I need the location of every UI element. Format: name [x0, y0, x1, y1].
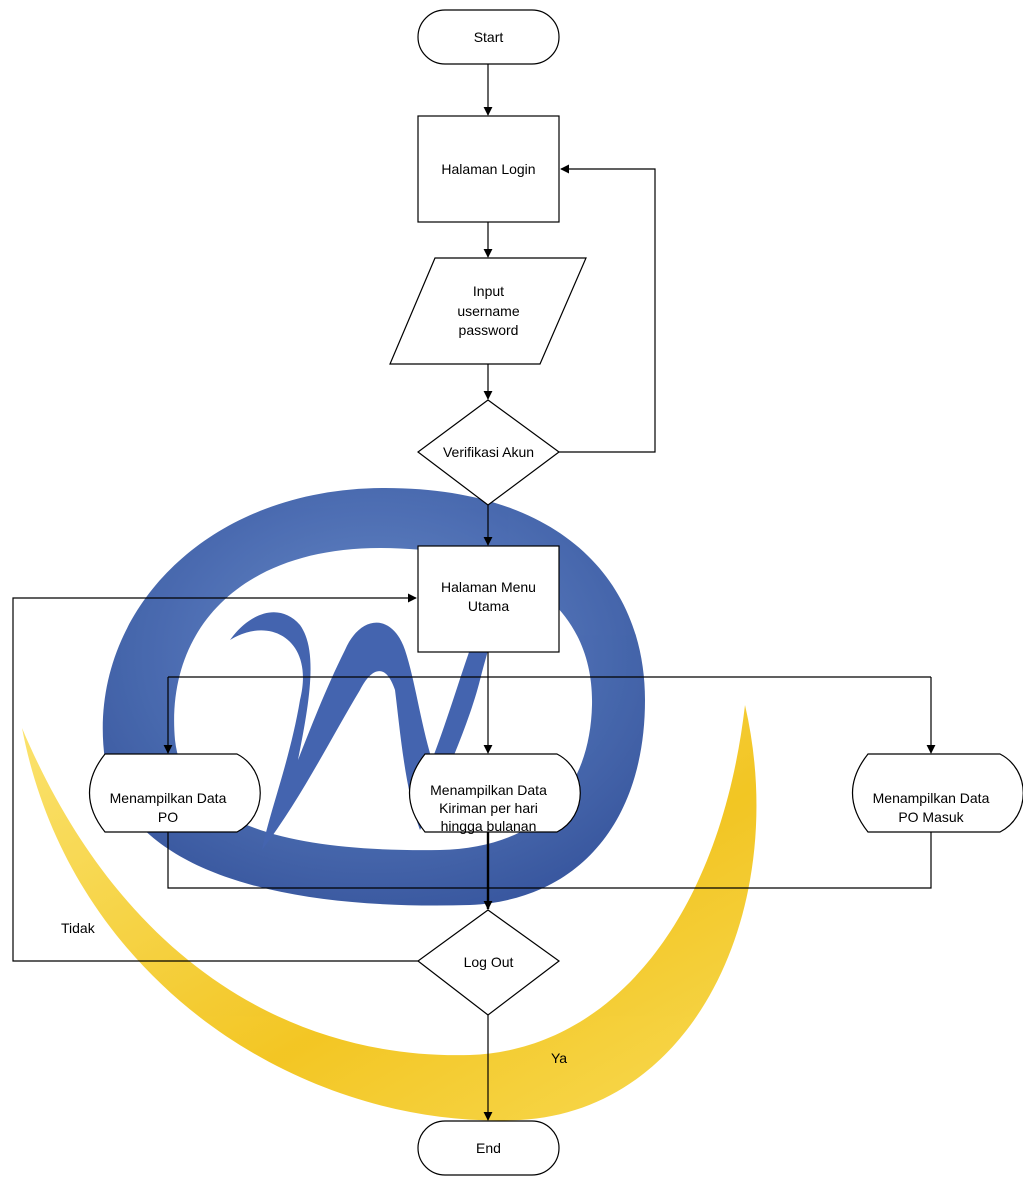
watermark-blue-ring — [102, 488, 646, 906]
show-shipments-label-line-3: hingga bulanan — [441, 818, 537, 834]
edge-label-yes: Ya — [551, 1050, 567, 1066]
show-po-display: Menampilkan Data PO — [88, 753, 261, 833]
main-menu-label-line-2: Utama — [468, 598, 509, 614]
show-po-in-label-line-2: PO Masuk — [898, 809, 964, 825]
edge-verify-login-retry — [559, 164, 656, 453]
show-po-in-display: Menampilkan Data PO Masuk — [851, 753, 1023, 833]
input-label-line-1: Input — [473, 283, 504, 299]
login-page-label: Halaman Login — [441, 161, 535, 177]
input-credentials-io: Input username password — [389, 257, 587, 365]
main-menu-label-line-1: Halaman Menu — [441, 579, 536, 595]
start-terminator: Start — [417, 9, 560, 65]
edge-label-no: Tidak — [61, 920, 96, 936]
edge-logout-no — [12, 593, 418, 962]
login-page-process: Halaman Login — [417, 115, 560, 223]
show-po-in-label-line-1: Menampilkan Data — [873, 790, 990, 806]
show-po-label-line-2: PO — [158, 809, 178, 825]
show-po-label-line-1: Menampilkan Data — [110, 790, 227, 806]
verify-account-decision: Verifikasi Akun — [416, 399, 561, 506]
end-label: End — [476, 1140, 501, 1156]
main-menu-process: Halaman Menu Utama — [417, 545, 560, 653]
end-terminator: End — [417, 1120, 560, 1176]
edge-merge — [167, 832, 932, 889]
show-shipments-label-line-2: Kiriman per hari — [439, 800, 538, 816]
show-shipments-label-line-1: Menampilkan Data — [430, 782, 547, 798]
show-shipments-display: Menampilkan Data Kiriman per hari hingga… — [408, 753, 581, 834]
watermark-gold-crescent — [22, 705, 757, 1121]
logout-label: Log Out — [464, 954, 514, 970]
verify-label: Verifikasi Akun — [443, 444, 534, 460]
logout-decision: Log Out — [416, 909, 561, 1016]
input-label-line-2: username — [457, 303, 519, 319]
input-label-line-3: password — [459, 322, 519, 338]
start-label: Start — [474, 29, 504, 45]
